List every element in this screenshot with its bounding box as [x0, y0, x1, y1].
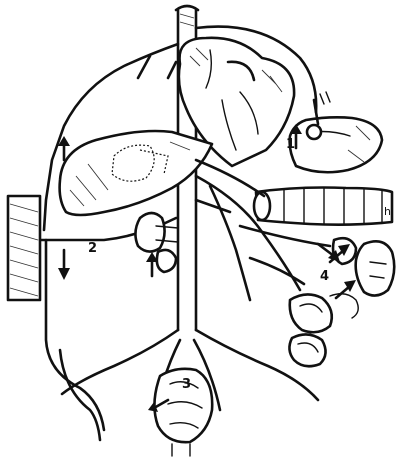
label-3: 3	[182, 378, 191, 391]
label-1: 1	[286, 138, 295, 151]
small-intestine	[289, 294, 358, 367]
liver	[60, 131, 212, 215]
vessel-tag: h	[384, 206, 391, 217]
right-kidney	[356, 241, 395, 295]
label-2: 2	[88, 242, 97, 255]
arrow-down-left	[58, 268, 70, 280]
label-4: 4	[320, 270, 329, 283]
left-descending-vessel	[46, 240, 104, 440]
stomach	[290, 92, 382, 172]
left-kidney	[135, 213, 178, 272]
colon	[254, 188, 392, 225]
portal-branches	[196, 160, 330, 300]
